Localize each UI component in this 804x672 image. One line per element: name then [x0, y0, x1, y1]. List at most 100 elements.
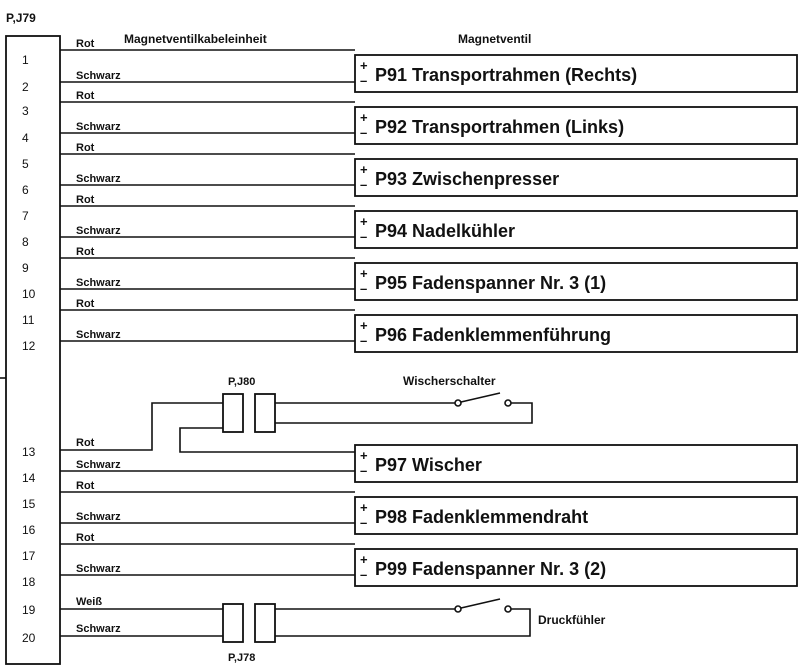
- valve-label: P94 Nadelkühler: [375, 221, 515, 241]
- valve-row: +–P94 Nadelkühler: [60, 205, 798, 249]
- valve-label: P96 Fadenklemmenführung: [375, 325, 611, 345]
- valve-label: P93 Zwischenpresser: [375, 169, 559, 189]
- wire-label-black: Schwarz: [76, 121, 121, 133]
- valve-box: [354, 444, 798, 483]
- connector-p-j78-label: P,J78: [228, 652, 255, 664]
- pin-number: 11: [22, 313, 35, 327]
- wire-pin13: [60, 402, 223, 451]
- valve-label: P97 Wischer: [375, 455, 482, 475]
- pin-number: 17: [22, 549, 36, 563]
- header-cable-unit: Magnetventilkabeleinheit: [124, 32, 267, 46]
- pin-number: 3: [22, 104, 29, 118]
- polarity-minus: –: [360, 567, 367, 582]
- valve-row: +–P92 Transportrahmen (Links): [60, 101, 798, 145]
- wiper-circuit: P,J80 Wischerschalter: [60, 374, 533, 453]
- wire-label-black: Schwarz: [76, 277, 121, 289]
- wire-switch-return: [275, 402, 533, 424]
- polarity-plus: +: [360, 448, 368, 463]
- polarity-plus: +: [360, 266, 368, 281]
- switch-contact-right: [504, 399, 512, 407]
- wire-label-black: Schwarz: [76, 329, 121, 341]
- valve-row: +–P96 Fadenklemmenführung: [60, 309, 798, 353]
- polarity-minus: –: [360, 125, 367, 140]
- connector-p-j80-left: [222, 393, 244, 433]
- wire-label-red: Rot: [76, 90, 95, 102]
- valve-label: P95 Fadenspanner Nr. 3 (1): [375, 273, 606, 293]
- pressure-sensor-circuit: P,J78 Druckfühler: [60, 598, 606, 664]
- pin-number: 20: [22, 631, 36, 645]
- sensor-contact-left: [454, 605, 462, 613]
- wire-label-black: Schwarz: [76, 225, 121, 237]
- polarity-minus: –: [360, 515, 367, 530]
- connector-p-j79: [5, 35, 61, 665]
- valve-row: +–P93 Zwischenpresser: [60, 153, 798, 197]
- pin-number: 8: [22, 235, 29, 249]
- connector-p-j78-right: [254, 603, 276, 643]
- pin-number: 4: [22, 131, 29, 145]
- wire-sensor-return: [275, 608, 531, 637]
- polarity-minus: –: [360, 463, 367, 478]
- valve-rows: +–P91 Transportrahmen (Rechts)+–P92 Tran…: [60, 49, 798, 587]
- pin-number: 1: [22, 53, 29, 67]
- switch-contact-left: [454, 399, 462, 407]
- wire-label-black: Schwarz: [76, 623, 121, 635]
- wire-label-red: Rot: [76, 480, 95, 492]
- pin-number: 14: [22, 471, 36, 485]
- pin-number: 7: [22, 209, 29, 223]
- pin-number: 19: [22, 603, 36, 617]
- wire-label-black: Schwarz: [76, 173, 121, 185]
- pin-number: 16: [22, 523, 36, 537]
- valve-label: P99 Fadenspanner Nr. 3 (2): [375, 559, 606, 579]
- wire-label-red: Rot: [76, 437, 95, 449]
- pin-number: 12: [22, 339, 36, 353]
- sensor-blade: [460, 598, 501, 609]
- wire-label-red: Rot: [76, 142, 95, 154]
- polarity-minus: –: [360, 281, 367, 296]
- pin-number: 6: [22, 183, 29, 197]
- wire-label-black: Schwarz: [76, 70, 121, 82]
- pin-number: 5: [22, 157, 29, 171]
- pin-number: 13: [22, 445, 36, 459]
- switch-blade: [460, 392, 501, 403]
- polarity-plus: +: [360, 162, 368, 177]
- wire-label-red: Rot: [76, 194, 95, 206]
- polarity-plus: +: [360, 500, 368, 515]
- pressure-sensor-label: Druckfühler: [538, 613, 606, 627]
- polarity-minus: –: [360, 177, 367, 192]
- pin-number: 18: [22, 575, 36, 589]
- pin-number: 10: [22, 287, 36, 301]
- polarity-plus: +: [360, 318, 368, 333]
- valve-label: P98 Fadenklemmendraht: [375, 507, 588, 527]
- valve-box: [354, 158, 798, 197]
- polarity-plus: +: [360, 110, 368, 125]
- valve-box: [354, 210, 798, 249]
- valve-row: +–P99 Fadenspanner Nr. 3 (2): [60, 543, 798, 587]
- connector-p-j79-label: P,J79: [6, 11, 36, 25]
- valve-box: [354, 262, 798, 301]
- pin-number: 2: [22, 80, 29, 94]
- wire-label-red: Rot: [76, 532, 95, 544]
- wire-label-black: Schwarz: [76, 511, 121, 523]
- valve-box: [354, 106, 798, 145]
- wire-label-red: Rot: [76, 246, 95, 258]
- pin-number: 15: [22, 497, 36, 511]
- wire-label-black: Schwarz: [76, 563, 121, 575]
- polarity-plus: +: [360, 214, 368, 229]
- pin-number: 9: [22, 261, 29, 275]
- valve-box: [354, 496, 798, 535]
- valve-label: P91 Transportrahmen (Rechts): [375, 65, 637, 85]
- header-valve: Magnetventil: [458, 32, 531, 46]
- polarity-minus: –: [360, 333, 367, 348]
- polarity-plus: +: [360, 552, 368, 567]
- valve-row: +–P95 Fadenspanner Nr. 3 (1): [60, 257, 798, 301]
- polarity-minus: –: [360, 229, 367, 244]
- wiper-switch-label: Wischerschalter: [403, 374, 496, 388]
- wire-label-black: Schwarz: [76, 459, 121, 471]
- valve-box: [354, 314, 798, 353]
- connector-p-j78-left: [222, 603, 244, 643]
- valve-row: +–P98 Fadenklemmendraht: [60, 491, 798, 535]
- valve-row: +–P97 Wischer: [60, 444, 798, 483]
- connector-p-j80-right: [254, 393, 276, 433]
